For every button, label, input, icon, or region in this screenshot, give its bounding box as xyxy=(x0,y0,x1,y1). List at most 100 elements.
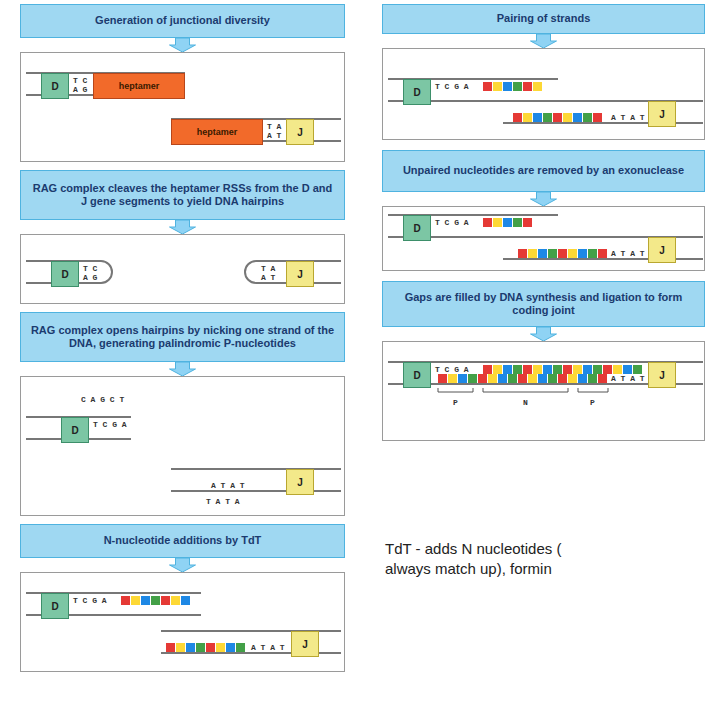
nucleotide-letters: A T A T xyxy=(251,643,285,652)
j-segment-box: J xyxy=(286,261,314,287)
dna-strand xyxy=(171,468,341,470)
nucleotide xyxy=(151,596,160,605)
nucleotide xyxy=(548,249,557,258)
nucleotide-letters: T C G A xyxy=(435,365,469,374)
illustration-panel: T CA GT AA TDJ xyxy=(20,234,345,304)
segment-label: J xyxy=(659,370,665,381)
nucleotide xyxy=(503,82,512,91)
note-text: always match up), formin xyxy=(385,560,552,578)
illustration-panel: C A G C TT C G AA T A TT A T ADJ xyxy=(20,376,345,516)
nucleotide-letters: A T A T xyxy=(611,113,645,122)
step-heading: Unpaired nucleotides are removed by an e… xyxy=(403,164,684,177)
nucleotide xyxy=(488,374,497,383)
segment-label: D xyxy=(51,601,58,612)
segment-label: J xyxy=(297,269,303,280)
nucleotide xyxy=(176,643,185,652)
nucleotide-letters: N xyxy=(523,398,528,407)
nucleotide xyxy=(161,596,170,605)
nucleotide-letters: A T xyxy=(261,273,275,282)
step-arrow xyxy=(170,220,196,234)
step-heading: Pairing of strands xyxy=(497,12,591,25)
nucleotide xyxy=(196,643,205,652)
nucleotide xyxy=(563,113,572,122)
nucleotide xyxy=(538,249,547,258)
segment-label: D xyxy=(413,223,420,234)
nucleotide xyxy=(483,365,492,374)
nucleotide xyxy=(493,218,502,227)
dna-hairpin xyxy=(245,261,256,283)
nucleotide xyxy=(558,374,567,383)
d-segment-box: D xyxy=(403,215,431,241)
nucleotide xyxy=(523,82,532,91)
segment-label: D xyxy=(71,425,78,436)
nucleotide xyxy=(568,374,577,383)
nucleotide-letters: C A G C T xyxy=(81,395,124,404)
nucleotide xyxy=(458,374,467,383)
nucleotide-letters: P xyxy=(590,398,595,407)
nucleotide-letters: T C xyxy=(73,76,87,85)
nucleotide xyxy=(518,249,527,258)
nucleotide xyxy=(513,113,522,122)
nucleotide-letters: T A xyxy=(261,264,275,273)
step-arrow xyxy=(170,558,196,572)
heptamer-box: heptamer xyxy=(93,73,185,99)
nucleotide xyxy=(573,365,582,374)
nucleotide xyxy=(578,249,587,258)
nucleotide-letters: T C G A xyxy=(93,420,127,429)
nucleotide xyxy=(593,365,602,374)
nucleotide xyxy=(448,374,457,383)
segment-label: J xyxy=(659,245,665,256)
illustration-panel: T C G AA T A TDJ xyxy=(382,48,705,140)
segment-label: J xyxy=(659,109,665,120)
step-band: Unpaired nucleotides are removed by an e… xyxy=(382,150,705,192)
nucleotide-letters: P xyxy=(453,398,458,407)
nucleotide xyxy=(508,374,517,383)
step-band: RAG complex opens hairpins by nicking on… xyxy=(20,312,345,362)
nucleotide xyxy=(528,249,537,258)
step-band: Generation of junctional diversity xyxy=(20,4,345,38)
nucleotide xyxy=(503,218,512,227)
nucleotide xyxy=(633,365,642,374)
segment-label: D xyxy=(51,81,58,92)
nucleotide-letters: T C xyxy=(83,264,97,273)
nucleotide xyxy=(558,249,567,258)
nucleotide xyxy=(171,596,180,605)
nucleotide xyxy=(121,596,130,605)
nucleotide xyxy=(483,82,492,91)
nucleotide xyxy=(588,249,597,258)
nucleotide xyxy=(533,82,542,91)
step-heading: RAG complex opens hairpins by nicking on… xyxy=(29,324,336,350)
nucleotide xyxy=(563,365,572,374)
nucleotide xyxy=(513,82,522,91)
step-arrow xyxy=(170,362,196,376)
nucleotide xyxy=(553,113,562,122)
j-segment-box: J xyxy=(648,362,676,388)
nucleotide-letters: A G xyxy=(83,273,97,282)
nucleotide xyxy=(598,249,607,258)
nucleotide xyxy=(528,374,537,383)
nucleotide xyxy=(588,374,597,383)
heptamer-box: heptamer xyxy=(171,119,263,145)
nucleotide xyxy=(226,643,235,652)
step-heading: N-nucleotide additions by TdT xyxy=(104,534,262,547)
d-segment-box: D xyxy=(41,73,69,99)
step-band: Pairing of strands xyxy=(382,4,705,34)
j-segment-box: J xyxy=(648,101,676,127)
step-band: Gaps are filled by DNA synthesis and lig… xyxy=(382,281,705,327)
step-arrow xyxy=(170,38,196,52)
step-arrow xyxy=(531,327,557,341)
nucleotide-letters: A T A T xyxy=(611,249,645,258)
d-segment-box: D xyxy=(61,417,89,443)
nucleotide-letters: A G xyxy=(73,85,87,94)
nucleotide xyxy=(518,374,527,383)
dna-illustration xyxy=(383,342,704,440)
segment-label: D xyxy=(413,370,420,381)
segment-label: J xyxy=(302,639,308,650)
step-heading: RAG complex cleaves the heptamer RSSs fr… xyxy=(29,182,336,208)
nucleotide xyxy=(578,374,587,383)
nucleotide xyxy=(131,596,140,605)
step-arrow xyxy=(531,192,557,206)
nucleotide-letters: A T A T xyxy=(611,374,645,383)
segment-label: J xyxy=(297,127,303,138)
nucleotide xyxy=(583,365,592,374)
